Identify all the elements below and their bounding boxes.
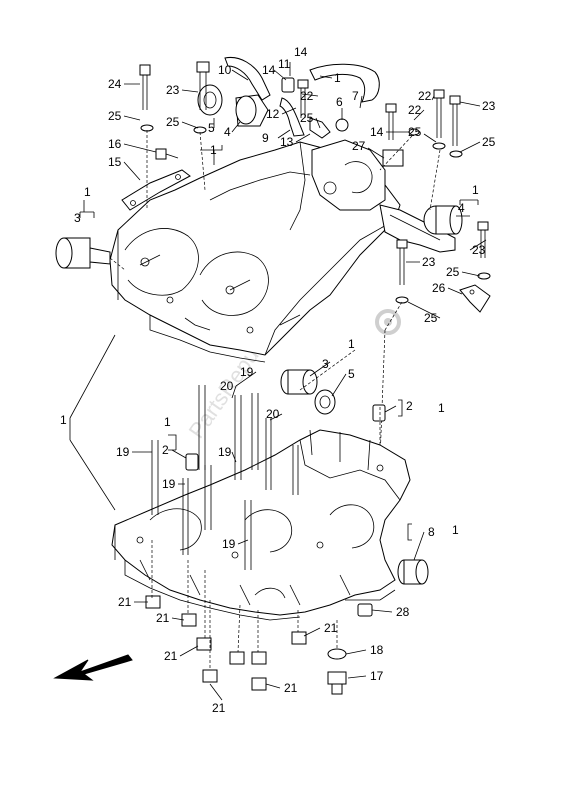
callout-21: 21: [324, 621, 338, 635]
bearing-housing-center: [311, 139, 404, 211]
callout-13: 13: [280, 135, 294, 149]
lower-crankcase: [111, 429, 411, 621]
callout-21: 21: [164, 649, 178, 663]
callout-1: 1: [438, 401, 445, 415]
callout-19: 19: [116, 445, 130, 459]
callout-23: 23: [422, 255, 436, 269]
callout-23: 23: [166, 83, 180, 97]
callout-17: 17: [370, 669, 384, 683]
callout-12: 12: [266, 107, 280, 121]
callout-15: 15: [108, 155, 122, 169]
callout-21: 21: [156, 611, 170, 625]
callout-22: 22: [418, 89, 432, 103]
callout-7: 7: [352, 89, 359, 103]
bolt-23-left: [193, 61, 210, 134]
callout-21: 21: [284, 681, 298, 695]
callout-25: 25: [408, 125, 422, 139]
callout-4: 4: [224, 125, 231, 139]
guide-lines-lower: [151, 349, 381, 670]
dowel-pin-2-right: [372, 404, 386, 422]
studs: [151, 385, 299, 570]
callout-26: 26: [432, 281, 446, 295]
callout-1: 1: [472, 183, 479, 197]
plug-28: [357, 603, 373, 617]
callout-19: 19: [240, 365, 254, 379]
callout-16: 16: [108, 137, 122, 151]
callout-4: 4: [458, 201, 465, 215]
leader-lines: [123, 62, 487, 701]
bolt-23-right: [395, 221, 491, 304]
callout-24: 24: [108, 77, 122, 91]
callout-25: 25: [108, 109, 122, 123]
callout-5: 5: [348, 367, 355, 381]
callout-labels: 24 23 10 14 11 14 1 22 6 7 22 22 23 25 2…: [60, 45, 496, 715]
callout-25: 25: [482, 135, 496, 149]
bolt-16: [155, 148, 179, 160]
small-bracket: [459, 284, 491, 313]
callout-8: 8: [428, 525, 435, 539]
bolt-22-group: [297, 79, 463, 158]
callout-27: 27: [352, 139, 366, 153]
callout-11: 11: [278, 57, 291, 71]
callout-1: 1: [60, 413, 67, 427]
callout-19: 19: [162, 477, 176, 491]
side-bracket: [121, 169, 191, 211]
bearing-sleeve-8: [397, 559, 429, 585]
callout-22: 22: [300, 89, 314, 103]
callout-14: 14: [262, 63, 276, 77]
callout-1: 1: [334, 71, 341, 85]
callout-3: 3: [322, 357, 329, 371]
callout-20: 20: [266, 407, 280, 421]
callout-1: 1: [210, 143, 217, 157]
callout-23: 23: [482, 99, 496, 113]
callout-21: 21: [118, 595, 132, 609]
callout-1: 1: [84, 185, 91, 199]
callout-1: 1: [164, 415, 171, 429]
bearing-sleeve-left: [55, 237, 111, 269]
callout-6: 6: [336, 95, 343, 109]
bearing-housing-left: [197, 84, 269, 127]
front-direction-arrow-icon: [53, 654, 133, 681]
callout-19: 19: [222, 537, 236, 551]
breather-hose-assembly: [224, 56, 380, 139]
callout-14: 14: [294, 45, 308, 59]
callout-5: 5: [208, 121, 215, 135]
callout-25: 25: [300, 111, 314, 125]
bearing-sleeve-3-lower: [280, 369, 318, 395]
callout-21: 21: [212, 701, 226, 715]
callout-19: 19: [218, 445, 232, 459]
callout-10: 10: [218, 63, 232, 77]
callout-22: 22: [408, 103, 422, 117]
callout-23: 23: [472, 243, 486, 257]
callout-20: 20: [220, 379, 234, 393]
callout-14: 14: [370, 125, 384, 139]
callout-25: 25: [424, 311, 438, 325]
callout-25: 25: [166, 115, 180, 129]
dowel-pin-2-left: [185, 453, 199, 471]
callout-25: 25: [446, 265, 460, 279]
callout-3: 3: [74, 211, 81, 225]
callout-1: 1: [348, 337, 355, 351]
oil-seal-5-lower: [314, 389, 336, 415]
callout-2: 2: [406, 399, 413, 413]
watermark-gear-icon: [375, 309, 401, 335]
callout-1: 1: [452, 523, 459, 537]
upper-crankcase-end-bracket: [379, 204, 456, 253]
callout-18: 18: [370, 643, 384, 657]
bolt-24: [139, 64, 154, 132]
washer-18: [327, 648, 347, 660]
guide-lines-upper: [109, 130, 441, 461]
drain-plug-17: [327, 671, 347, 695]
callout-9: 9: [262, 131, 269, 145]
bearing-sleeve-right: [423, 205, 463, 235]
callout-2: 2: [162, 443, 169, 457]
callout-28: 28: [396, 605, 410, 619]
nuts-21: [145, 595, 307, 691]
